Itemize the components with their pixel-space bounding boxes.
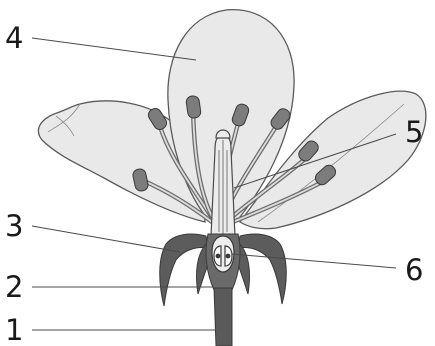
label-3: 3 — [5, 209, 23, 243]
label-2: 2 — [5, 270, 23, 304]
pistil — [211, 130, 235, 236]
leader-line-4 — [32, 38, 196, 60]
stalk — [214, 288, 232, 346]
label-5: 5 — [405, 115, 423, 149]
ovary — [212, 236, 234, 272]
label-4: 4 — [5, 21, 23, 55]
stigma — [216, 130, 230, 138]
leader-line-3 — [32, 226, 180, 252]
leader-line-6 — [232, 254, 396, 268]
label-6: 6 — [405, 253, 423, 287]
label-1: 1 — [5, 313, 23, 346]
